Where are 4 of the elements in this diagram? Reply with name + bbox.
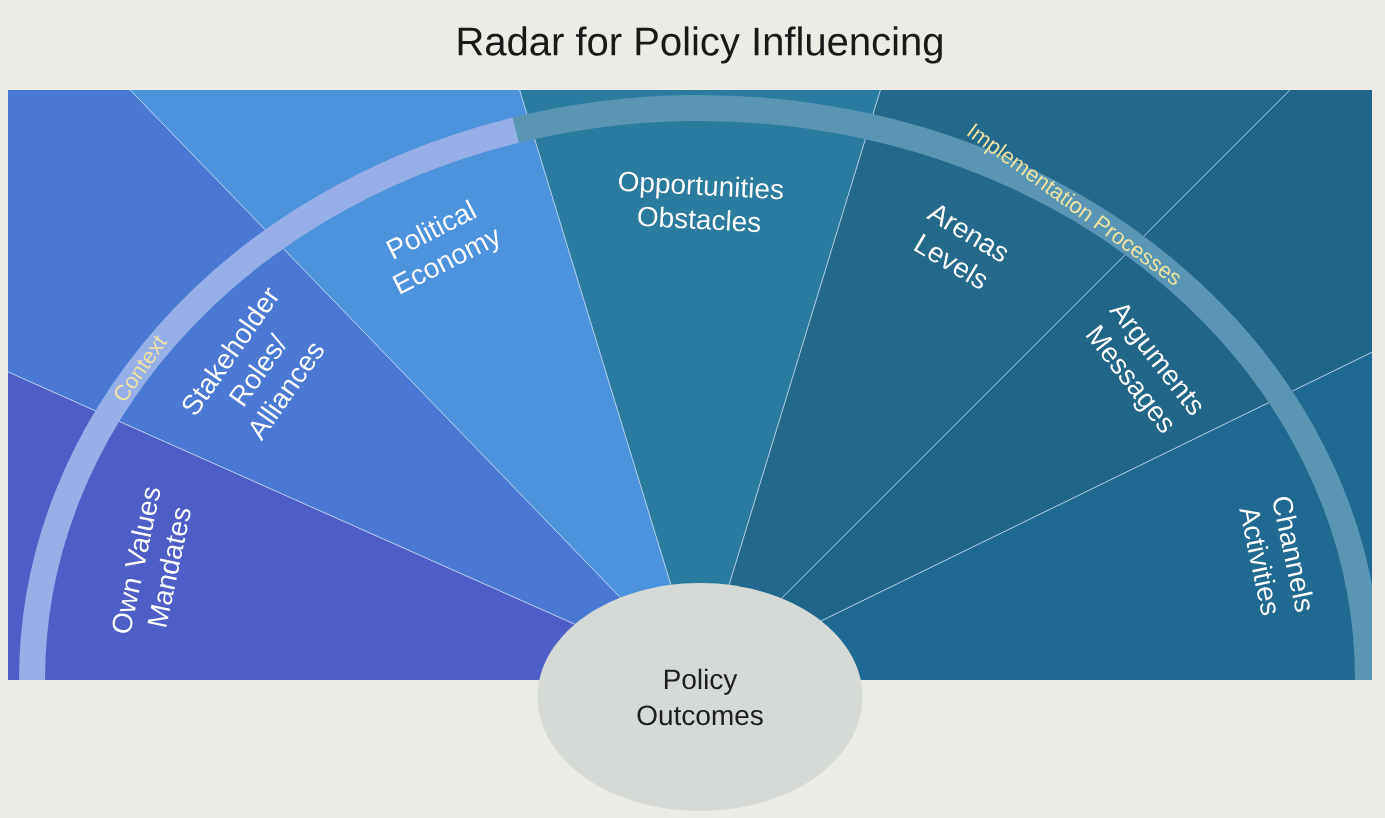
- title: Radar for Policy Influencing: [458, 26, 942, 64]
- sector-label: Opportunities Obstacles: [619, 171, 783, 233]
- sector-label: Channels Activities: [1239, 497, 1313, 616]
- sector-label: Own Values Mandates: [112, 487, 191, 633]
